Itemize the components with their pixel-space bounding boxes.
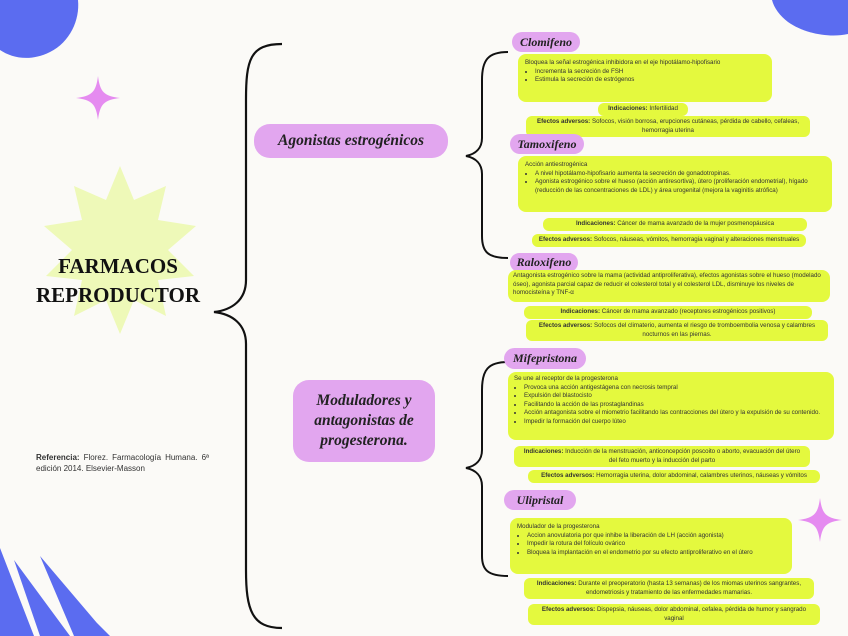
main-title-line-2: REPRODUCTOR: [18, 281, 218, 310]
reference-label: Referencia:: [36, 453, 80, 462]
brace-agonistas: [466, 52, 508, 258]
effects-label: Efectos adversos:: [537, 118, 590, 125]
drug-raloxifeno-description: Antagonista estrogénico sobre la mama (a…: [508, 270, 830, 302]
drug-raloxifeno-indications: Indicaciones: Cáncer de mama avanzado (r…: [524, 306, 812, 319]
indications-text: Infertilidad: [648, 105, 678, 112]
drug-ulipristal-description: Modulador de la progesterona Accion anov…: [510, 518, 792, 574]
list-item: Expulsión del blastocisto: [524, 392, 828, 401]
drug-raloxifeno-effects: Efectos adversos: Sofocos del climaterio…: [526, 320, 828, 341]
list-item: Impedir la formación del cuerpo lúteo: [524, 418, 828, 427]
effects-text: Sofocos, náuseas, vómitos, hemorragia va…: [592, 236, 799, 243]
brace-moduladores: [466, 362, 508, 576]
effects-text: Sofocos del climaterio, aumenta el riesg…: [592, 322, 815, 338]
list-item: A nivel hipotálamo-hipofisario aumenta l…: [535, 170, 825, 179]
drug-tamoxifeno-list: A nivel hipotálamo-hipofisario aumenta l…: [525, 170, 825, 196]
drug-ulipristal-indications: Indicaciones: Durante el preoperatorio (…: [524, 578, 814, 599]
drug-ulipristal-intro: Modulador de la progesterona: [517, 523, 785, 532]
blue-spikes-bottom-left: [0, 548, 110, 636]
drug-tamoxifeno-title: Tamoxifeno: [510, 134, 584, 154]
list-item: Accion anovulatoria por que inhibe la li…: [527, 532, 785, 541]
drug-tamoxifeno-effects: Efectos adversos: Sofocos, náuseas, vómi…: [532, 234, 806, 247]
drug-mifepristona-description: Se une al receptor de la progesterona Pr…: [508, 372, 834, 440]
main-title-line-1: FARMACOS: [18, 252, 218, 281]
list-item: Agonista estrogénico sobre el hueso (acc…: [535, 178, 825, 195]
indications-text: Cáncer de mama avanzado (receptores estr…: [600, 308, 775, 315]
blue-blob-top-left: [0, 0, 78, 58]
drug-mifepristona-indications: Indicaciones: Inducción de la menstruaci…: [514, 446, 810, 467]
list-item: Provoca una acción antigestágena con nec…: [524, 384, 828, 393]
group-moduladores: Moduladores y antagonistas de progestero…: [293, 380, 435, 462]
indications-label: Indicaciones:: [524, 448, 564, 455]
list-item: Impedir la rotura del folículo ovárico: [527, 540, 785, 549]
pink-sparkle-left: [76, 76, 120, 120]
drug-clomifeno-list: Incrementa la secreción de FSH Estimula …: [525, 68, 765, 85]
drug-ulipristal-title: Ulipristal: [504, 490, 576, 510]
drug-ulipristal-list: Accion anovulatoria por que inhibe la li…: [517, 532, 785, 558]
effects-label: Efectos adversos:: [539, 322, 592, 329]
effects-text: Dispepsia, náuseas, dolor abdominal, cef…: [595, 606, 806, 622]
main-title: FARMACOS REPRODUCTOR: [18, 252, 218, 310]
indications-label: Indicaciones:: [537, 580, 577, 587]
effects-label: Efectos adversos:: [541, 472, 594, 479]
drug-mifepristona-title: Mifepristona: [504, 348, 586, 369]
effects-label: Efectos adversos:: [539, 236, 592, 243]
effects-label: Efectos adversos:: [542, 606, 595, 613]
drug-clomifeno-intro: Bloquea la señal estrogénica inhibidora …: [525, 59, 765, 68]
drug-mifepristona-effects: Efectos adversos: Hemorragia uterina, do…: [528, 470, 820, 483]
list-item: Incrementa la secreción de FSH: [535, 68, 765, 77]
blue-blob-top-right: [772, 0, 848, 36]
pink-sparkle-right: [798, 498, 842, 542]
indications-text: Cáncer de mama avanzado de la mujer posm…: [615, 220, 774, 227]
drug-mifepristona-intro: Se une al receptor de la progesterona: [514, 375, 828, 384]
group-agonistas: Agonistas estrogénicos: [254, 124, 448, 158]
drug-tamoxifeno-indications: Indicaciones: Cáncer de mama avanzado de…: [543, 218, 807, 231]
reference: Referencia: Florez. Farmacología Humana.…: [36, 453, 209, 474]
drug-clomifeno-indications: Indicaciones: Infertilidad: [598, 103, 688, 116]
list-item: Bloquea la implantación en el endometrio…: [527, 549, 785, 558]
drug-clomifeno-title: Clomifeno: [512, 32, 580, 52]
indications-label: Indicaciones:: [561, 308, 601, 315]
indications-text: Inducción de la menstruación, anticoncep…: [563, 448, 800, 464]
drug-clomifeno-description: Bloquea la señal estrogénica inhibidora …: [518, 54, 772, 102]
indications-text: Durante el preoperatorio (hasta 13 seman…: [576, 580, 801, 596]
drug-tamoxifeno-intro: Acción antiestrogénica: [525, 161, 825, 170]
effects-text: Hemorragia uterina, dolor abdominal, cal…: [594, 472, 807, 479]
list-item: Acción antagonista sobre el miometrio fa…: [524, 409, 828, 418]
indications-label: Indicaciones:: [576, 220, 616, 227]
drug-tamoxifeno-description: Acción antiestrogénica A nivel hipotálam…: [518, 156, 832, 212]
drug-mifepristona-list: Provoca una acción antigestágena con nec…: [514, 384, 828, 427]
list-item: Estimula la secreción de estrógenos: [535, 76, 765, 85]
effects-text: Sofocos, visión borrosa, erupciones cutá…: [590, 118, 799, 134]
drug-raloxifeno-intro: Antagonista estrogénico sobre la mama (a…: [513, 272, 825, 298]
indications-label: Indicaciones:: [608, 105, 648, 112]
list-item: Facilitando la acción de las prostagland…: [524, 401, 828, 410]
drug-ulipristal-effects: Efectos adversos: Dispepsia, náuseas, do…: [528, 604, 820, 625]
